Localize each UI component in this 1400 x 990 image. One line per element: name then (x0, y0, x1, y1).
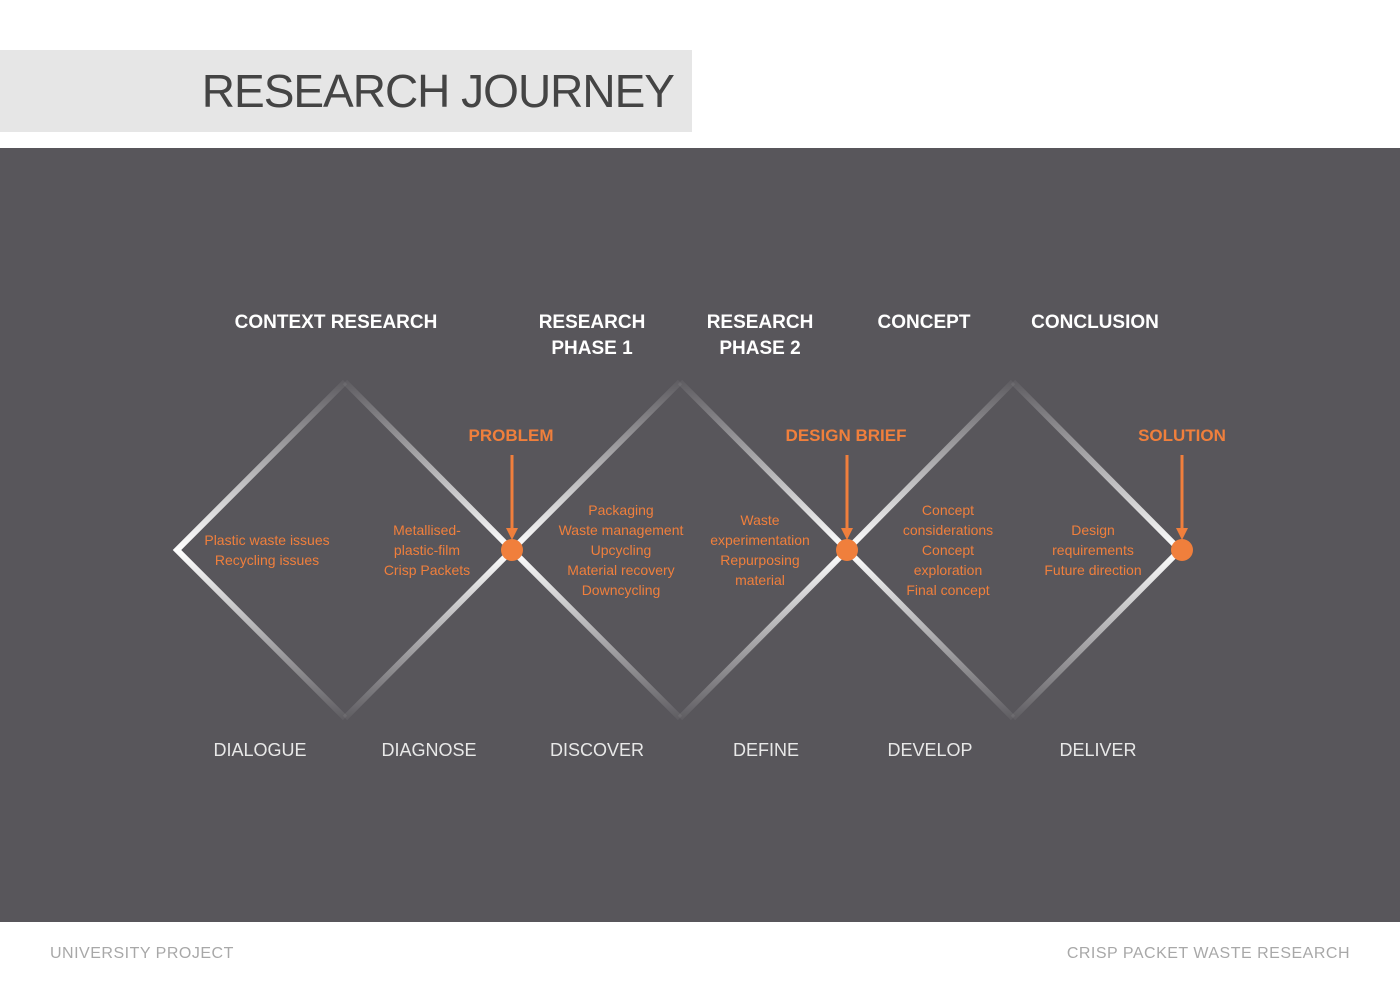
note-line: Concept (921, 542, 975, 558)
notes-define: Waste experimentation Repurposing materi… (710, 510, 810, 590)
stage-conclusion: CONCLUSION (1031, 312, 1159, 333)
note-line: Future direction (1044, 562, 1142, 578)
diamond-3-top-left (844, 379, 1016, 553)
solution-arrowhead (1176, 528, 1188, 540)
diamond-2-bottom-right (677, 547, 850, 721)
page-title: RESEARCH JOURNEY (201, 65, 675, 117)
phase-define: DEFINE (732, 740, 800, 760)
notes-discover: Packaging Waste management Upcycling Mat… (559, 500, 684, 600)
stage-context-research: CONTEXT RESEARCH (234, 312, 438, 333)
notes-diagnose: Metallised- plastic-film Crisp Packets (384, 520, 470, 580)
phase-dialogue: DIALOGUE (213, 740, 307, 760)
note-line: Waste management (558, 522, 684, 538)
milestone-design-brief: DESIGN BRIEF (785, 426, 907, 445)
note-line: Concept (921, 502, 975, 518)
note-line: Metallised- (393, 522, 461, 538)
solution-dot (1171, 539, 1193, 561)
note-line: requirements (1052, 542, 1134, 558)
footer-left: UNIVERSITY PROJECT (50, 945, 234, 962)
milestone-solution: SOLUTION (1138, 426, 1226, 445)
notes-deliver: Design requirements Future direction (1044, 520, 1141, 580)
diamond-3-bottom-left (844, 547, 1016, 721)
phase-discover: DISCOVER (549, 740, 645, 760)
diamond-1-bottom-right (342, 547, 515, 721)
note-line: Final concept (906, 582, 990, 598)
title-banner: RESEARCH JOURNEY (0, 50, 692, 132)
problem-dot (501, 539, 523, 561)
note-line: Packaging (588, 502, 654, 518)
note-line: Recycling issues (214, 552, 320, 568)
diamond-3-bottom-right (1010, 547, 1183, 721)
note-line: Crisp Packets (383, 562, 471, 578)
note-line: Waste (740, 512, 780, 528)
stage-concept: CONCEPT (877, 312, 971, 333)
phase-develop: DEVELOP (887, 740, 973, 760)
notes-develop: Concept considerations Concept explorati… (903, 500, 993, 600)
note-line: Material recovery (567, 562, 675, 578)
note-line: Design (1071, 522, 1115, 538)
diamond-3-top-right (1010, 379, 1183, 553)
diamond-1-left (172, 379, 348, 721)
diamond-2-top-left (509, 379, 683, 553)
note-line: considerations (902, 522, 994, 538)
milestone-problem: PROBLEM (468, 426, 554, 445)
note-line: Plastic waste issues (204, 532, 330, 548)
phase-deliver: DELIVER (1059, 740, 1137, 760)
note-line: Upcycling (590, 542, 652, 558)
note-line: Downcycling (581, 582, 661, 598)
notes-dialogue: Plastic waste issues Recycling issues (204, 530, 329, 570)
diamond-2-bottom-left (509, 547, 683, 721)
note-line: experimentation (710, 532, 810, 548)
diamond-2-top-right (677, 379, 850, 553)
note-line: plastic-film (393, 542, 461, 558)
footer-right: CRISP PACKET WASTE RESEARCH (1066, 945, 1350, 962)
diamond-1-top-right (342, 379, 515, 553)
note-line: exploration (913, 562, 983, 578)
note-line: material (735, 572, 785, 588)
stage-research-phase-1: RESEARCH PHASE 1 (538, 312, 646, 359)
problem-arrowhead (506, 528, 518, 540)
note-line: Repurposing (720, 552, 800, 568)
stage-research-phase-2: RESEARCH PHASE 2 (706, 312, 814, 359)
design-brief-dot (836, 539, 858, 561)
phase-diagnose: DIAGNOSE (381, 740, 477, 760)
design-brief-arrowhead (841, 528, 853, 540)
